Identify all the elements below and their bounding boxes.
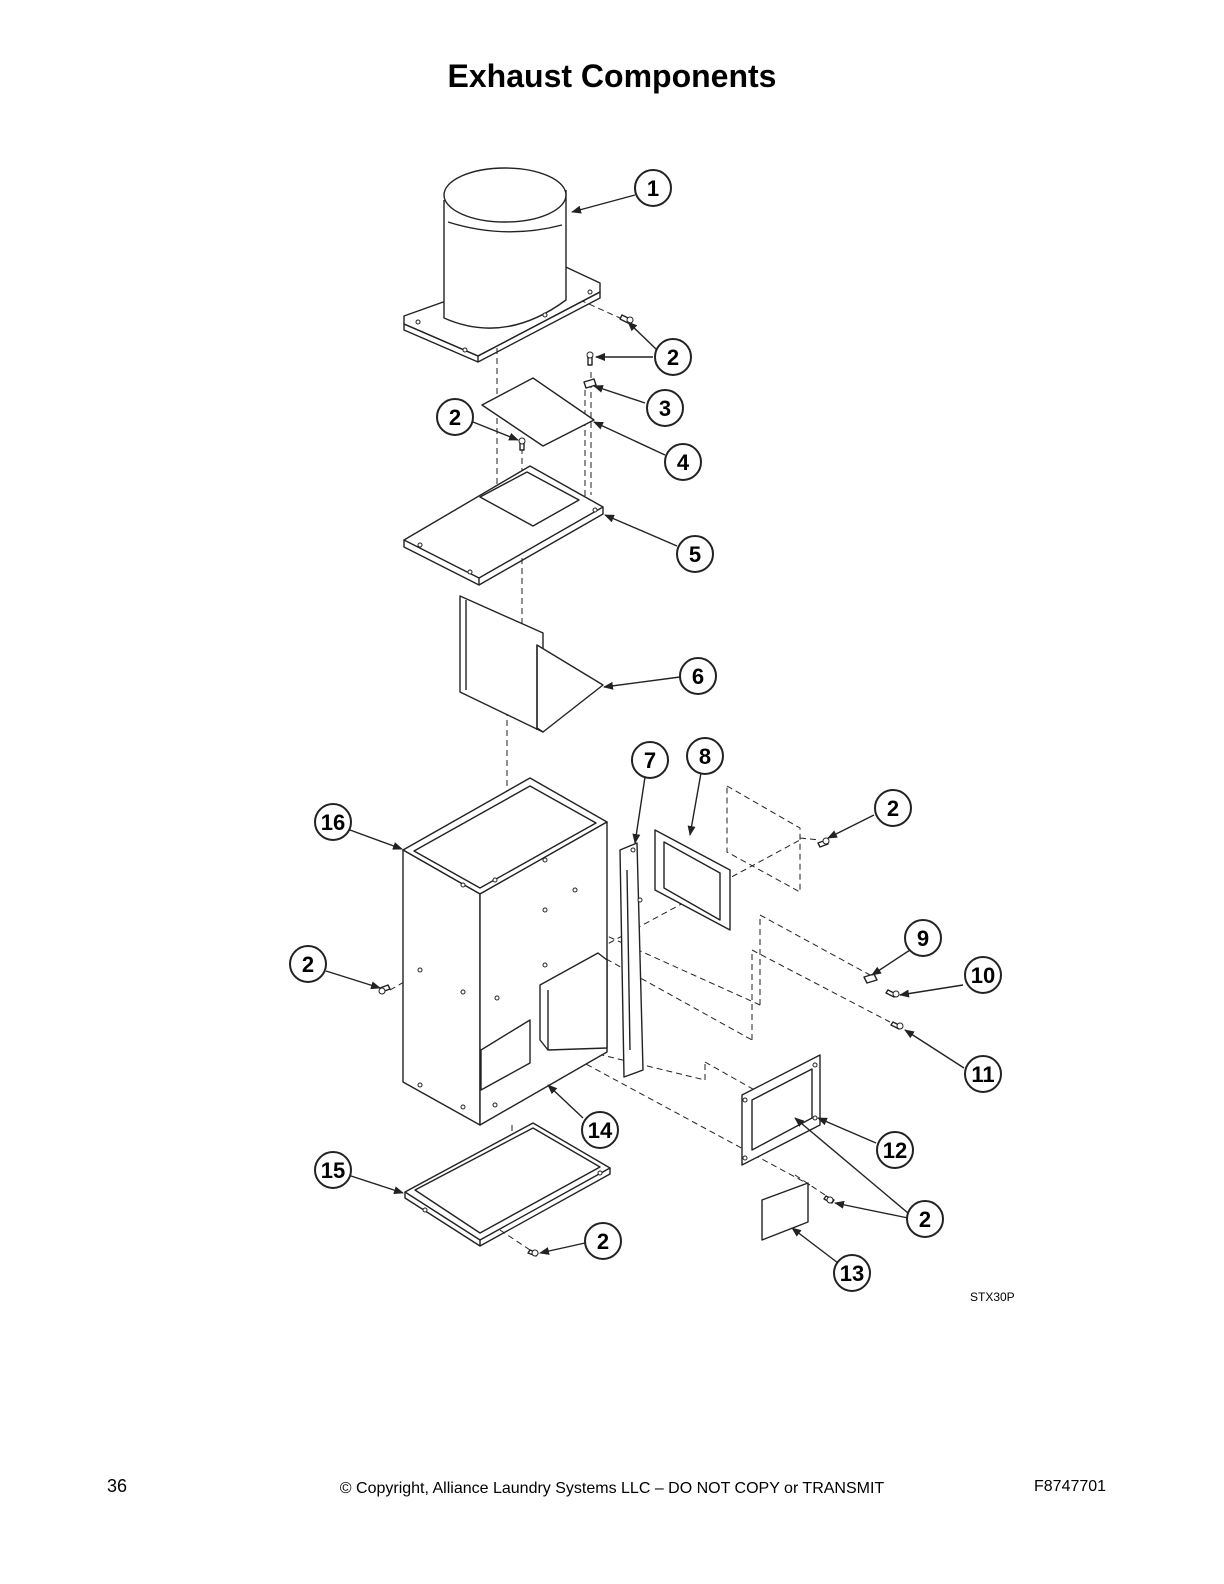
callout-balloon-11: 11 [964, 1055, 1002, 1093]
callout-number: 4 [677, 450, 690, 475]
callout-number: 7 [644, 748, 656, 773]
callout-number: 2 [302, 952, 314, 977]
callout-number: 2 [597, 1229, 609, 1254]
callout-balloon-4: 4 [664, 443, 702, 481]
callout-number: 10 [971, 963, 995, 988]
part-12-flange [741, 1054, 821, 1166]
callout-number: 1 [647, 176, 659, 201]
part-13-cover-plate [761, 1182, 809, 1241]
callout-balloon-3: 3 [646, 389, 684, 427]
screw-icon [378, 984, 391, 995]
callout-number: 2 [667, 345, 679, 370]
part-8-gasket [654, 829, 731, 931]
callout-balloon-6: 6 [679, 657, 717, 695]
part-9-fitting [863, 973, 878, 984]
callout-balloon-7: 7 [631, 741, 669, 779]
callout-balloon-16: 16 [314, 803, 352, 841]
part-16-exhaust-housing [402, 777, 608, 1126]
part-1-round-duct [403, 167, 601, 363]
callout-balloon-9: 9 [904, 919, 942, 957]
callout-balloon-1: 1 [634, 169, 672, 207]
callout-number: 13 [840, 1261, 864, 1286]
part-7-mounting-strip [619, 842, 644, 1078]
callout-number: 2 [887, 796, 899, 821]
part-15-bottom-tray [404, 1122, 611, 1247]
page-number: 36 [107, 1476, 128, 1496]
screw-icon [527, 1249, 539, 1257]
callout-balloon-14: 14 [581, 1111, 619, 1149]
callout-number: 2 [919, 1207, 931, 1232]
page-title: Exhaust Components [447, 58, 777, 94]
callout-number: 12 [883, 1138, 907, 1163]
part-4-cover-plate [481, 377, 595, 447]
callout-number: 14 [588, 1118, 613, 1143]
callout-balloon-2: 2 [874, 789, 912, 827]
callout-number: 8 [699, 744, 711, 769]
callout-number: 9 [917, 926, 929, 951]
callout-number: 16 [321, 810, 345, 835]
callout-balloon-2: 2 [654, 338, 692, 376]
part-6-bracket [459, 595, 604, 733]
part-5-adapter-plate [403, 465, 604, 586]
screw-icon [619, 314, 634, 324]
callout-number: 3 [659, 396, 671, 421]
assembly-lines [389, 299, 891, 1251]
screw-icon [586, 351, 594, 366]
callout-balloon-12: 12 [876, 1131, 914, 1169]
screw-icon [518, 437, 526, 451]
screw-icon [823, 1195, 835, 1204]
callout-balloon-2: 2 [906, 1200, 944, 1238]
callout-balloon-15: 15 [314, 1151, 352, 1189]
callout-number: 15 [321, 1158, 345, 1183]
callout-balloon-2: 2 [436, 398, 474, 436]
callout-balloon-8: 8 [686, 737, 724, 775]
part-3-fastener [583, 378, 597, 389]
callout-number: 6 [692, 664, 704, 689]
callout-balloon-2: 2 [289, 945, 327, 983]
drawing-id: STX30P [970, 1290, 1015, 1304]
callout-balloon-13: 13 [833, 1254, 871, 1292]
callout-balloon-2: 2 [584, 1222, 622, 1260]
leader-arrows [325, 194, 965, 1264]
callout-number: 11 [971, 1062, 994, 1087]
callout-number: 5 [689, 542, 701, 567]
copyright-notice: © Copyright, Alliance Laundry Systems LL… [339, 1480, 885, 1497]
phantom-panel [726, 785, 801, 893]
callout-number: 2 [449, 405, 461, 430]
callout-balloon-5: 5 [676, 535, 714, 573]
document-number: F8747701 [1034, 1478, 1107, 1495]
callout-balloon-10: 10 [964, 956, 1002, 994]
part-10-screw-icon [885, 989, 900, 998]
screw-icon [817, 837, 830, 848]
part-11-screw-icon [890, 1021, 904, 1030]
